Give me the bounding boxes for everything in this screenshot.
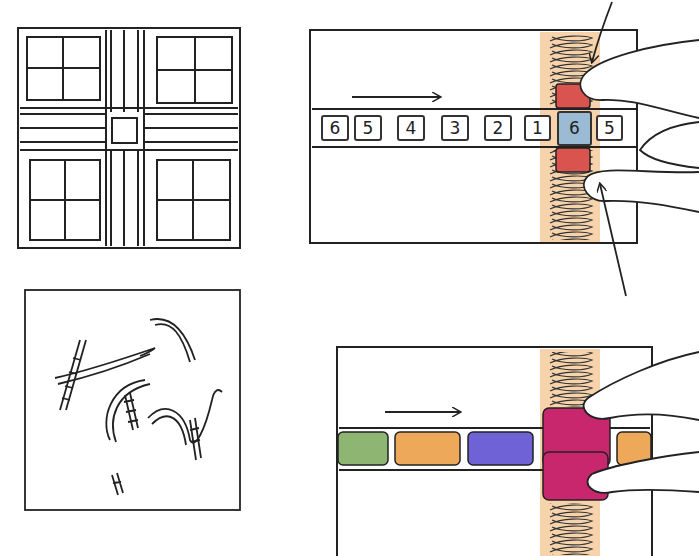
number-box: 5 — [596, 115, 623, 141]
grid-panel — [18, 28, 240, 248]
number-box: 6 — [321, 115, 349, 141]
box-number: 5 — [363, 120, 374, 137]
blocks-panel — [337, 347, 699, 556]
number-box: 4 — [397, 115, 425, 141]
number-box: 1 — [524, 115, 551, 141]
number-box: 6 — [557, 111, 592, 146]
box-number: 6 — [569, 120, 580, 137]
number-box: 5 — [354, 115, 382, 141]
box-number: 2 — [493, 120, 504, 137]
box-number: 4 — [406, 120, 417, 137]
number-box: 2 — [484, 115, 512, 141]
box-number: 3 — [450, 120, 461, 137]
box-number: 6 — [330, 120, 341, 137]
box-number: 5 — [604, 120, 615, 137]
box-number: 1 — [532, 120, 543, 137]
scribble-panel — [25, 290, 240, 510]
strip-panel — [310, 2, 699, 296]
number-box: 3 — [441, 115, 469, 141]
